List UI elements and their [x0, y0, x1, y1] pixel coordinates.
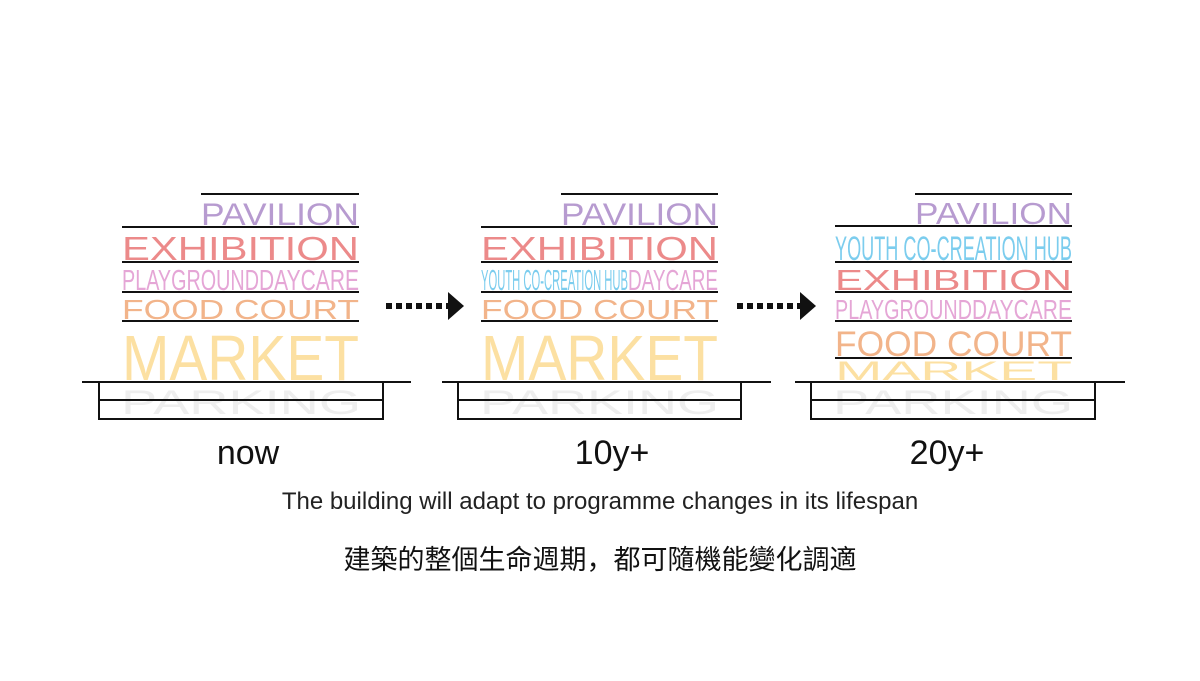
floor-label-2-3a: PLAYGROUND [835, 294, 972, 325]
basement-label-2: PARKING [833, 384, 1073, 422]
floor-label-2-3b: DAYCARE [972, 294, 1072, 325]
floor-label-1-3: FOOD COURT [481, 294, 718, 325]
stack-label-20y: 20y+ [909, 434, 985, 472]
floor-label-0-3: FOOD COURT [122, 294, 359, 325]
basement-label-0: PARKING [121, 384, 361, 422]
arrow-head-icon-1 [800, 292, 816, 320]
arrow-head-icon-0 [448, 292, 464, 320]
caption-english: The building will adapt to programme cha… [281, 488, 919, 515]
caption-chinese: 建築的整個生命週期，都可隨機能變化調適 [343, 545, 857, 576]
stack-label-now: now [216, 434, 280, 472]
stack-label-10y: 10y+ [574, 434, 650, 472]
basement-label-1: PARKING [480, 384, 719, 422]
